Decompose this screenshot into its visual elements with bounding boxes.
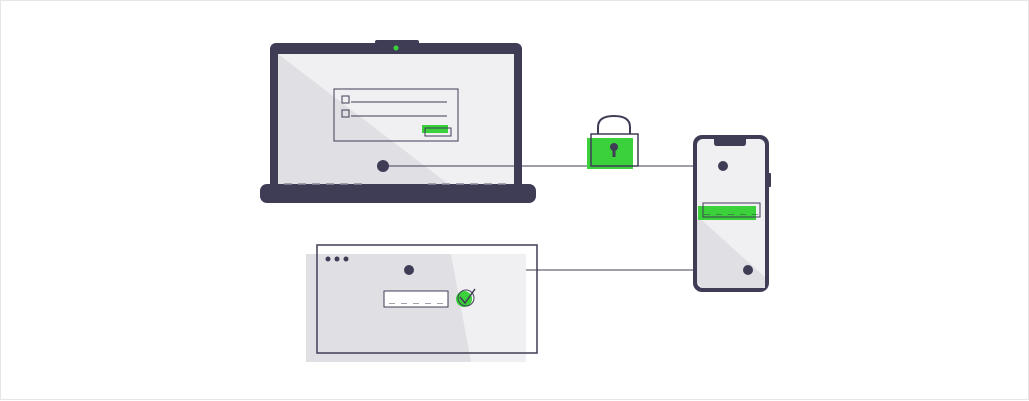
browser-window-icon: _ _ _ _ _ — [306, 244, 538, 362]
phone-code-mask: _ _ _ _ _ — [703, 207, 759, 218]
smartphone-icon: _ _ _ _ _ — [693, 135, 771, 292]
padlock-keyhole — [610, 143, 618, 151]
phone-notch — [714, 139, 746, 146]
padlock-body — [587, 138, 633, 169]
laptop-form-checkbox-2 — [341, 109, 350, 118]
browser-dot-1 — [325, 256, 331, 262]
browser-code-mask: _ _ _ _ _ — [388, 296, 444, 307]
padlock-body-outline — [590, 133, 639, 167]
checkmark-icon — [456, 288, 476, 307]
laptop-screen-shade — [278, 54, 451, 186]
laptop-form-checkbox-1 — [341, 95, 350, 104]
phone-side-button — [768, 173, 771, 187]
browser-window-light — [451, 254, 526, 362]
phone-connection-node-top — [718, 161, 728, 171]
browser-code-field — [383, 290, 449, 308]
browser-dot-3 — [343, 256, 349, 262]
laptop-form-submit-button — [422, 125, 448, 133]
laptop-login-form — [333, 88, 459, 142]
laptop-camera-housing — [375, 40, 419, 47]
laptop-camera-light — [393, 45, 399, 51]
padlock-keyhole-slot — [612, 148, 616, 157]
padlock-shackle — [597, 114, 631, 134]
laptop-form-submit-outline — [424, 127, 452, 137]
checkmark-tick — [459, 288, 476, 305]
browser-dot-2 — [334, 256, 340, 262]
laptop-icon — [260, 40, 536, 203]
browser-connection-node — [404, 265, 414, 275]
checkmark-badge-outline — [457, 289, 475, 307]
laptop-base — [260, 184, 536, 203]
padlock-icon — [587, 114, 639, 169]
browser-window-outline — [316, 244, 538, 354]
phone-connection-node-bottom — [743, 265, 753, 275]
phone-code-field — [702, 202, 761, 218]
